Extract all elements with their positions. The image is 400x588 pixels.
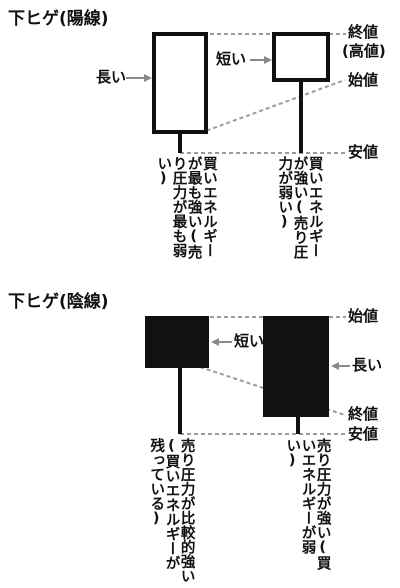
label-close-top: 終値: [348, 23, 379, 41]
candle4-body: [263, 316, 329, 417]
label-low-top: 安値: [348, 143, 379, 161]
caption-bottom-left: 売り圧力が比較的強い(買いエネルギーが残っている): [148, 438, 195, 583]
candle1-body: [152, 32, 208, 134]
caption-top-right: 買いエネルギーが強い(売り圧力が弱い): [276, 156, 323, 259]
arrow-short-bottom-head: [211, 338, 219, 346]
arrow-short-top-head: [264, 56, 272, 64]
label-short-bottom: 短い: [234, 332, 265, 350]
bottom-title: 下ヒゲ(陰線): [8, 292, 109, 312]
label-close-sub-top: (高値): [342, 42, 386, 60]
guide-open-diag-top: [199, 79, 346, 134]
label-long-bottom: 長い: [352, 356, 383, 374]
label-close-bottom: 終値: [348, 405, 379, 423]
label-open-bottom: 始値: [348, 307, 379, 325]
arrow-long-top-head: [144, 74, 152, 82]
caption-top-left: 買いエネルギーが最も強い(売り圧力が最も弱い): [155, 156, 217, 259]
candle2-body: [272, 32, 330, 82]
caption-bottom-right: 売り圧力が強い(買いエネルギーが弱い): [284, 438, 331, 570]
label-long-top: 長い: [96, 68, 127, 86]
top-title: 下ヒゲ(陽線): [8, 9, 109, 29]
arrow-long-bottom-head: [331, 362, 339, 370]
label-low-bottom: 安値: [348, 425, 379, 443]
candle3-body: [145, 316, 209, 368]
label-short-top: 短い: [216, 50, 247, 68]
label-open-top: 始値: [348, 71, 379, 89]
